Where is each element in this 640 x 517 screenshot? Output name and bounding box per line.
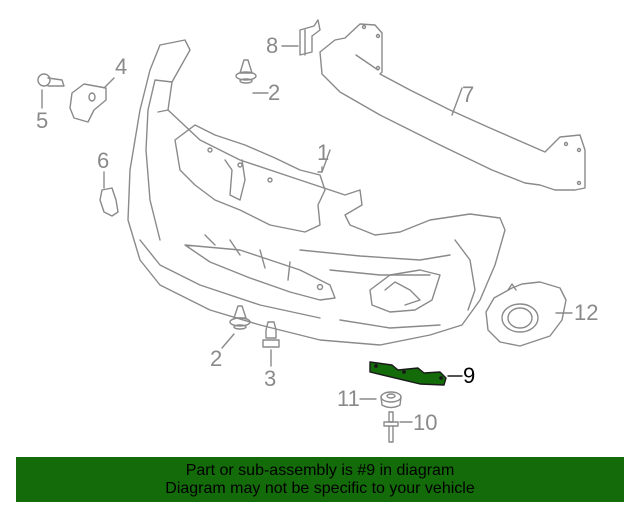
bolt-3-drawing: [262, 321, 280, 348]
bracket-8-drawing: [299, 19, 321, 56]
callout-11: 11: [337, 386, 360, 411]
banner-line-1: Part or sub-assembly is #9 in diagram: [185, 462, 455, 479]
callout-9[interactable]: 9: [463, 363, 476, 388]
leader-1: [321, 149, 331, 173]
lower-support-9-drawing: [369, 361, 447, 386]
bracket-4-drawing: [69, 83, 107, 123]
callout-2-lower: 2: [210, 346, 223, 371]
rivet-10-drawing: [383, 411, 399, 443]
screw-5-drawing: [37, 73, 65, 87]
callout-6: 6: [97, 148, 110, 173]
callout-3: 3: [264, 366, 277, 391]
leader-4: [103, 77, 115, 89]
callout-5: 5: [36, 108, 49, 133]
callout-1: 1: [317, 140, 330, 165]
banner-line-2: Diagram may not be specific to your vehi…: [165, 480, 475, 497]
cover-6-drawing: [99, 187, 119, 217]
bumper-cover-drawing: [127, 39, 506, 346]
leader-7: [451, 87, 463, 116]
callout-12: 12: [574, 300, 599, 325]
clip-2-lower-drawing: [229, 305, 251, 330]
grommet-11-drawing: [380, 391, 402, 409]
callout-2-upper: 2: [268, 80, 281, 105]
leader-2b: [221, 333, 235, 349]
callout-7: 7: [462, 82, 475, 107]
reinforcement-beam-drawing: [319, 23, 586, 191]
callout-10: 10: [413, 410, 438, 435]
clip-2-upper-drawing: [235, 59, 257, 84]
callout-8: 8: [266, 33, 279, 58]
callout-4: 4: [115, 54, 128, 79]
bezel-12-drawing: [485, 281, 567, 347]
info-banner: Part or sub-assembly is #9 in diagram Di…: [16, 457, 624, 502]
